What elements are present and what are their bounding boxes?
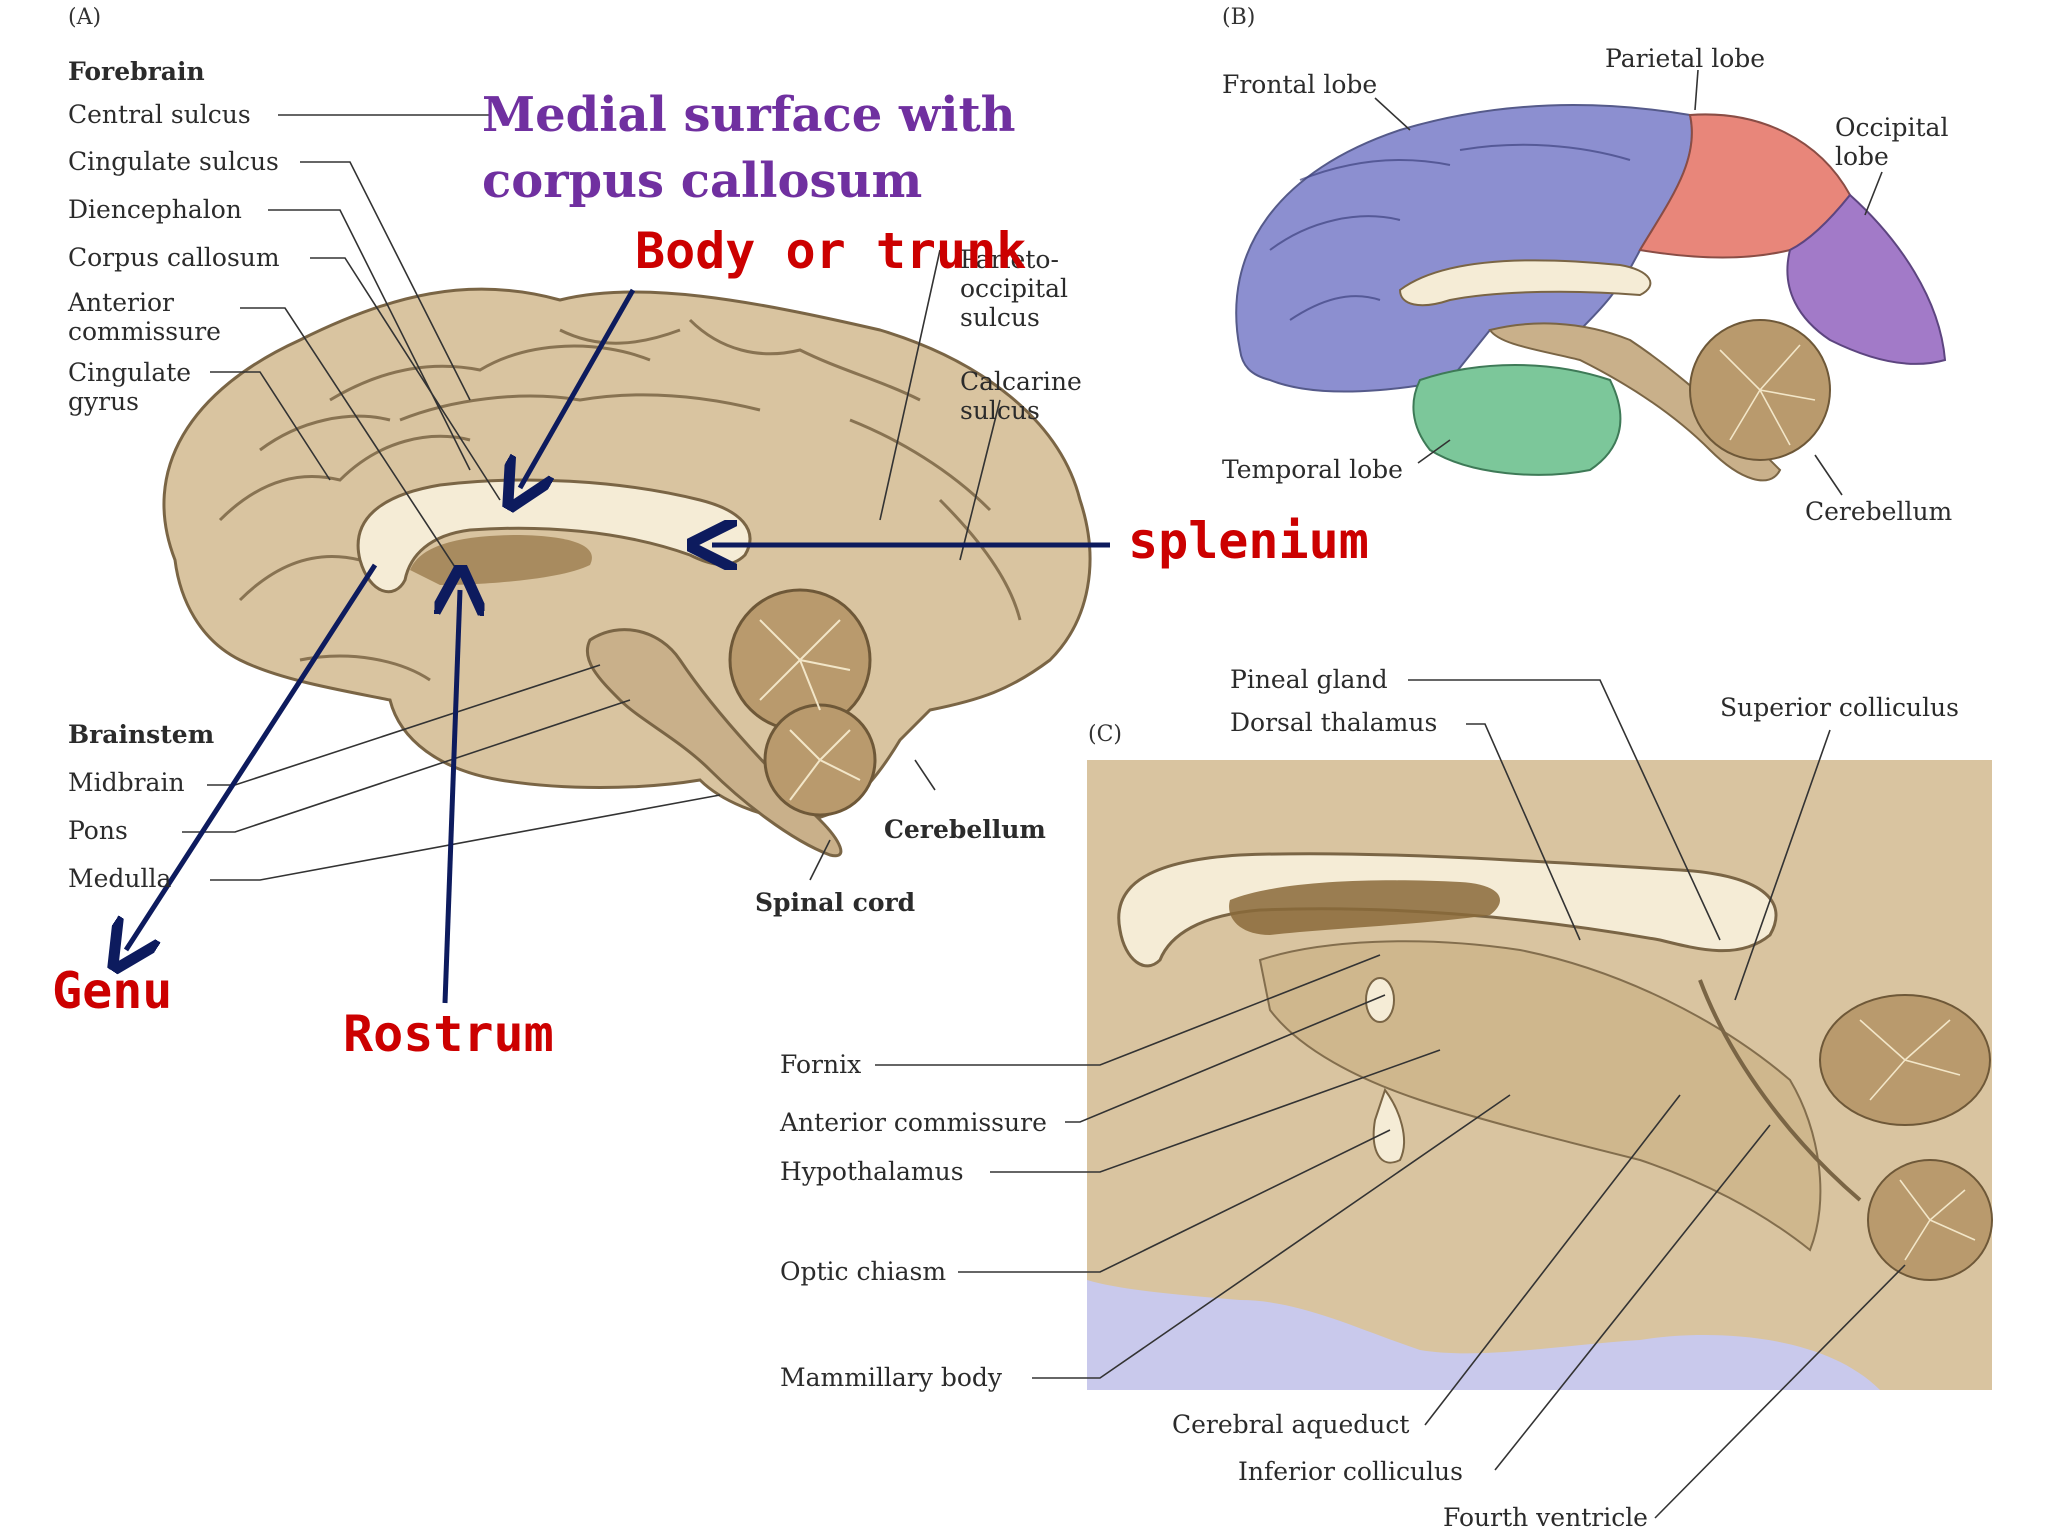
body-arrow [520, 288, 636, 488]
label-cingulate-gyrus: Cingulate gyrus [68, 358, 192, 416]
panel-a-annotation-arrows [126, 288, 1110, 1004]
annotation-genu: Genu [52, 962, 173, 1020]
panel-c-cerebellum-lower [1867, 1159, 1993, 1281]
panel-a-tag: (A) [68, 5, 102, 30]
label-central-sulcus: Central sulcus [68, 100, 251, 129]
annotation-body-or-trunk: Body or trunk [635, 222, 1027, 280]
panel-c-leader-lines [875, 679, 1906, 1519]
label-hypothalamus: Hypothalamus [780, 1157, 964, 1186]
label-dorsal-thalamus: Dorsal thalamus [1230, 708, 1438, 737]
label-corpus-callosum: Corpus callosum [68, 243, 280, 272]
panel-a-cerebellum [728, 588, 877, 817]
label-medulla: Medulla [68, 864, 172, 893]
temporal-lobe-region [1412, 364, 1622, 476]
label-frontal-lobe: Frontal lobe [1222, 70, 1378, 99]
label-anterior-commissure: Anterior commissure [68, 288, 221, 346]
label-occipital-lobe: Occipital lobe [1835, 113, 1949, 171]
panel-c-cerebellum-upper [1819, 994, 1991, 1126]
panel-a-brain [162, 287, 1092, 858]
panel-b-brain [1235, 104, 1947, 482]
annotation-rostrum: Rostrum [343, 1005, 554, 1063]
label-mammillary-body: Mammillary body [780, 1363, 1003, 1392]
label-temporal-lobe: Temporal lobe [1222, 455, 1403, 484]
label-parieto-occipital-sulcus: Parieto-occipital sulcus [960, 245, 1068, 332]
label-midbrain: Midbrain [68, 768, 185, 797]
panel-c-closeup [1087, 760, 1993, 1390]
label-calcarine-sulcus: Calcarine sulcus [960, 367, 1082, 425]
panel-c-tag: (C) [1088, 722, 1122, 747]
panel-a-cerebrum [162, 287, 1092, 822]
panel-a-brainstem [585, 628, 843, 858]
brainstem-heading: Brainstem [68, 720, 215, 749]
label-fornix: Fornix [780, 1050, 862, 1079]
label-parietal-lobe: Parietal lobe [1605, 44, 1766, 73]
annotation-splenium: splenium [1128, 512, 1369, 570]
label-cingulate-sulcus: Cingulate sulcus [68, 147, 279, 176]
label-inferior-colliculus: Inferior colliculus [1238, 1457, 1463, 1486]
label-pons: Pons [68, 816, 128, 845]
panel-a-title: Medial surface with corpus callosum [482, 87, 1016, 209]
label-cerebral-aqueduct: Cerebral aqueduct [1172, 1410, 1410, 1439]
panel-b-tag: (B) [1222, 5, 1256, 30]
label-fourth-ventricle: Fourth ventricle [1443, 1503, 1648, 1532]
label-pineal-gland: Pineal gland [1230, 665, 1388, 694]
label-cerebellum-a: Cerebellum [884, 815, 1046, 844]
genu-arrow [126, 563, 378, 950]
panel-a-leader-lines [182, 114, 1001, 881]
forebrain-heading: Forebrain [68, 57, 205, 86]
label-cerebellum-b: Cerebellum [1805, 497, 1953, 526]
rostrum-arrow [445, 590, 460, 1004]
label-superior-colliculus: Superior colliculus [1720, 693, 1959, 722]
panel-b-leader-lines [1374, 69, 1883, 496]
label-spinal-cord: Spinal cord [755, 888, 916, 917]
label-anterior-commissure-c: Anterior commissure [780, 1108, 1047, 1137]
occipital-lobe-region [1786, 193, 1947, 365]
label-diencephalon: Diencephalon [68, 195, 242, 224]
label-optic-chiasm: Optic chiasm [780, 1257, 947, 1286]
